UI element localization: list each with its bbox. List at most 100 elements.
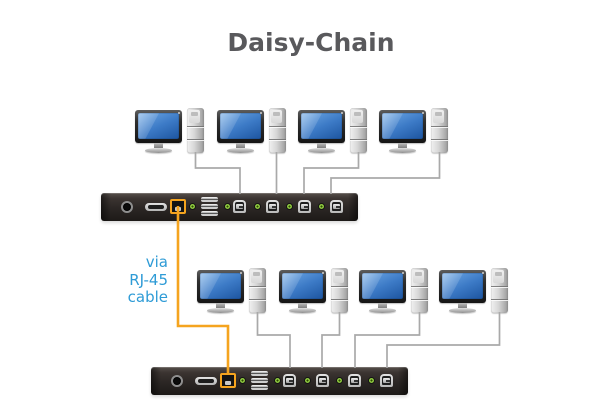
- computer: [279, 267, 349, 314]
- monitor-stand-base: [145, 148, 172, 153]
- screen: [282, 273, 323, 299]
- usb-b-port: [348, 374, 361, 387]
- monitor-stand: [154, 143, 163, 148]
- drive-bay: [333, 270, 344, 283]
- pc-tower-icon: [431, 108, 448, 153]
- computer: [197, 267, 267, 314]
- monitor-stand: [298, 303, 307, 308]
- monitor-power-led: [482, 272, 484, 274]
- led-indicator: [273, 377, 281, 384]
- usb-b-port: [266, 200, 279, 213]
- cable-gray-bottom-1: [256, 312, 291, 368]
- monitor-icon: [379, 110, 426, 143]
- monitor-stand-base: [289, 308, 316, 313]
- monitor-stand: [317, 143, 326, 148]
- cable-gray-bottom-3: [354, 312, 421, 368]
- monitor-power-led: [402, 272, 404, 274]
- cable-gray-bottom-2: [321, 312, 341, 368]
- monitor-icon: [197, 270, 244, 303]
- monitor-icon: [279, 270, 326, 303]
- kvm-switch-top: [101, 193, 358, 221]
- computer: [359, 267, 429, 314]
- hdmi-port: [145, 203, 167, 211]
- screen: [442, 273, 483, 299]
- monitor-power-led: [178, 112, 180, 114]
- computer: [217, 107, 287, 154]
- rj45-port: [220, 373, 236, 388]
- monitor-stand: [236, 143, 245, 148]
- led-indicator: [253, 203, 261, 210]
- screen: [220, 113, 261, 139]
- computer: [298, 107, 368, 154]
- drive-bay: [352, 110, 363, 123]
- monitor-power-led: [322, 272, 324, 274]
- screen: [362, 273, 403, 299]
- drive-bay: [433, 110, 444, 123]
- usb-b-port: [283, 374, 296, 387]
- monitor-stand-base: [227, 148, 254, 153]
- monitor-icon: [359, 270, 406, 303]
- led-indicator: [223, 203, 231, 210]
- monitor-stand-base: [308, 148, 335, 153]
- monitor-power-led: [260, 112, 262, 114]
- monitor-stand-base: [449, 308, 476, 313]
- cable-label: via RJ-45 cable: [127, 253, 168, 306]
- computer: [135, 107, 205, 154]
- monitor-stand-base: [389, 148, 416, 153]
- cable-gray-bottom-4: [386, 312, 501, 368]
- computer: [439, 267, 509, 314]
- computer: [379, 107, 449, 154]
- drive-bay: [251, 270, 262, 283]
- led-indicator: [303, 377, 311, 384]
- usb-b-port: [330, 200, 343, 213]
- hdmi-port: [195, 377, 217, 385]
- rj45-port: [170, 199, 186, 214]
- pc-tower-icon: [249, 268, 266, 313]
- led-indicator: [238, 377, 246, 384]
- monitor-power-led: [341, 112, 343, 114]
- cable-gray-top-1: [194, 152, 241, 194]
- usb-b-port: [233, 200, 246, 213]
- usb-b-port: [380, 374, 393, 387]
- led-indicator: [188, 203, 196, 210]
- monitor-stand: [378, 303, 387, 308]
- led-indicator: [335, 377, 343, 384]
- led-indicator: [285, 203, 293, 210]
- kvm-switch-bottom: [151, 367, 408, 395]
- screen: [382, 113, 423, 139]
- monitor-stand: [398, 143, 407, 148]
- monitor-icon: [135, 110, 182, 143]
- drive-bay: [413, 270, 424, 283]
- cable-gray-top-4: [330, 152, 441, 194]
- monitor-stand-base: [369, 308, 396, 313]
- daisy-chain-port-stack: [201, 197, 218, 217]
- monitor-stand: [458, 303, 467, 308]
- monitor-power-led: [422, 112, 424, 114]
- pc-tower-icon: [491, 268, 508, 313]
- pc-tower-icon: [350, 108, 367, 153]
- power-jack-port: [171, 375, 183, 387]
- screen: [301, 113, 342, 139]
- monitor-power-led: [240, 272, 242, 274]
- pc-tower-icon: [331, 268, 348, 313]
- monitor-stand-base: [207, 308, 234, 313]
- usb-b-port: [316, 374, 329, 387]
- screen: [200, 273, 241, 299]
- led-indicator: [367, 377, 375, 384]
- monitor-icon: [217, 110, 264, 143]
- monitor-icon: [298, 110, 345, 143]
- diagram-title: Daisy-Chain: [227, 28, 395, 57]
- daisy-chain-port-stack: [251, 371, 268, 391]
- pc-tower-icon: [269, 108, 286, 153]
- drive-bay: [493, 270, 504, 283]
- led-indicator: [317, 203, 325, 210]
- power-jack-port: [121, 201, 133, 213]
- cable-gray-top-3: [303, 152, 360, 194]
- pc-tower-icon: [187, 108, 204, 153]
- pc-tower-icon: [411, 268, 428, 313]
- usb-b-port: [298, 200, 311, 213]
- drive-bay: [189, 110, 200, 123]
- drive-bay: [271, 110, 282, 123]
- screen: [138, 113, 179, 139]
